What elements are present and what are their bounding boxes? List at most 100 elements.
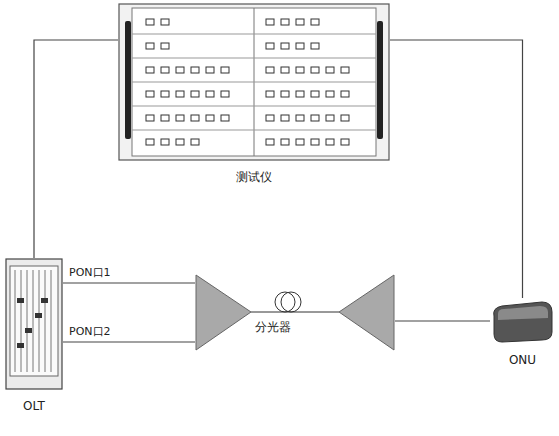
rack-port <box>206 115 214 121</box>
splitter-triangle <box>339 275 394 350</box>
rack-port <box>341 67 349 73</box>
device-node: 分光器 <box>195 272 395 352</box>
node-label: OLT <box>23 399 45 413</box>
rack-frame <box>132 8 376 156</box>
fiber-coil <box>281 292 301 312</box>
splitter-triangle <box>196 275 251 350</box>
rack-port <box>266 115 274 121</box>
onu-top <box>498 306 548 320</box>
rack-handle <box>377 21 383 139</box>
rack-port <box>176 139 184 145</box>
fiber-link <box>390 40 523 298</box>
rack-port <box>311 67 319 73</box>
rack-port <box>161 19 169 25</box>
olt-slot <box>33 270 34 372</box>
rack-port <box>281 139 289 145</box>
rack-port <box>281 115 289 121</box>
rack-port <box>266 67 274 73</box>
rack-port <box>296 43 304 49</box>
rack-port <box>221 115 229 121</box>
rack-port <box>311 43 319 49</box>
node-label: 测试仪 <box>236 170 272 184</box>
rack-port <box>146 115 154 121</box>
rack-port <box>221 91 229 97</box>
rack-port <box>296 19 304 25</box>
rack-port <box>161 91 169 97</box>
node-label: ONU <box>509 353 536 367</box>
fiber-link <box>34 40 118 258</box>
device-illustration <box>490 298 555 344</box>
rack-port <box>296 91 304 97</box>
rack-port <box>206 91 214 97</box>
rack-port <box>161 67 169 73</box>
olt-slot <box>21 270 22 372</box>
rack-row-line <box>132 34 376 35</box>
rack-port <box>266 19 274 25</box>
rack-port <box>146 19 154 25</box>
rack-port <box>326 67 334 73</box>
rack-port <box>296 67 304 73</box>
olt-slot <box>15 270 16 372</box>
rack-port <box>311 91 319 97</box>
rack-port <box>311 115 319 121</box>
rack-port <box>296 139 304 145</box>
olt-slot <box>39 270 40 372</box>
rack-row-line <box>132 82 376 83</box>
rack-port <box>206 67 214 73</box>
rack-port <box>341 115 349 121</box>
olt-slot <box>45 270 46 372</box>
rack-port <box>191 115 199 121</box>
rack-port <box>266 139 274 145</box>
rack-port <box>161 139 169 145</box>
fiber-link <box>63 341 195 342</box>
olt-card <box>41 298 48 303</box>
rack-row-line <box>132 130 376 131</box>
rack-port <box>341 91 349 97</box>
rack-port <box>191 67 199 73</box>
device-illustration <box>118 3 390 161</box>
rack-port <box>266 91 274 97</box>
olt-card <box>17 298 24 303</box>
fiber-coil <box>275 292 295 312</box>
rack-port <box>326 91 334 97</box>
rack-port <box>281 43 289 49</box>
olt-housing <box>6 259 62 389</box>
port-label: PON口1 <box>68 266 112 279</box>
rack-port <box>191 139 199 145</box>
fiber-link <box>63 282 195 283</box>
rack-port <box>146 43 154 49</box>
rack-port <box>281 67 289 73</box>
olt-card <box>35 313 42 318</box>
rack-port <box>176 115 184 121</box>
onu-body <box>494 302 552 342</box>
rack-row-line <box>132 106 376 107</box>
olt-frame <box>10 266 58 376</box>
rack-port <box>311 139 319 145</box>
rack-row-line <box>132 58 376 59</box>
rack-port <box>341 139 349 145</box>
rack-port <box>326 115 334 121</box>
device-node: OLT <box>5 258 63 390</box>
rack-port <box>146 139 154 145</box>
rack-port <box>266 43 274 49</box>
node-label: 分光器 <box>255 320 291 334</box>
rack-port <box>296 115 304 121</box>
rack-port <box>146 91 154 97</box>
rack-port <box>326 139 334 145</box>
rack-port <box>176 67 184 73</box>
port-label: PON口2 <box>68 325 112 338</box>
rack-port <box>176 91 184 97</box>
olt-slot <box>51 270 52 372</box>
rack-port <box>161 115 169 121</box>
rack-port <box>221 67 229 73</box>
rack-port <box>311 19 319 25</box>
olt-card <box>25 328 32 333</box>
device-node: ONU <box>490 298 555 344</box>
device-node: 测试仪 <box>118 3 390 161</box>
olt-card <box>17 343 24 348</box>
device-illustration <box>195 272 395 352</box>
rack-port <box>161 43 169 49</box>
rack-handle <box>125 21 131 139</box>
fiber-link <box>395 320 490 321</box>
